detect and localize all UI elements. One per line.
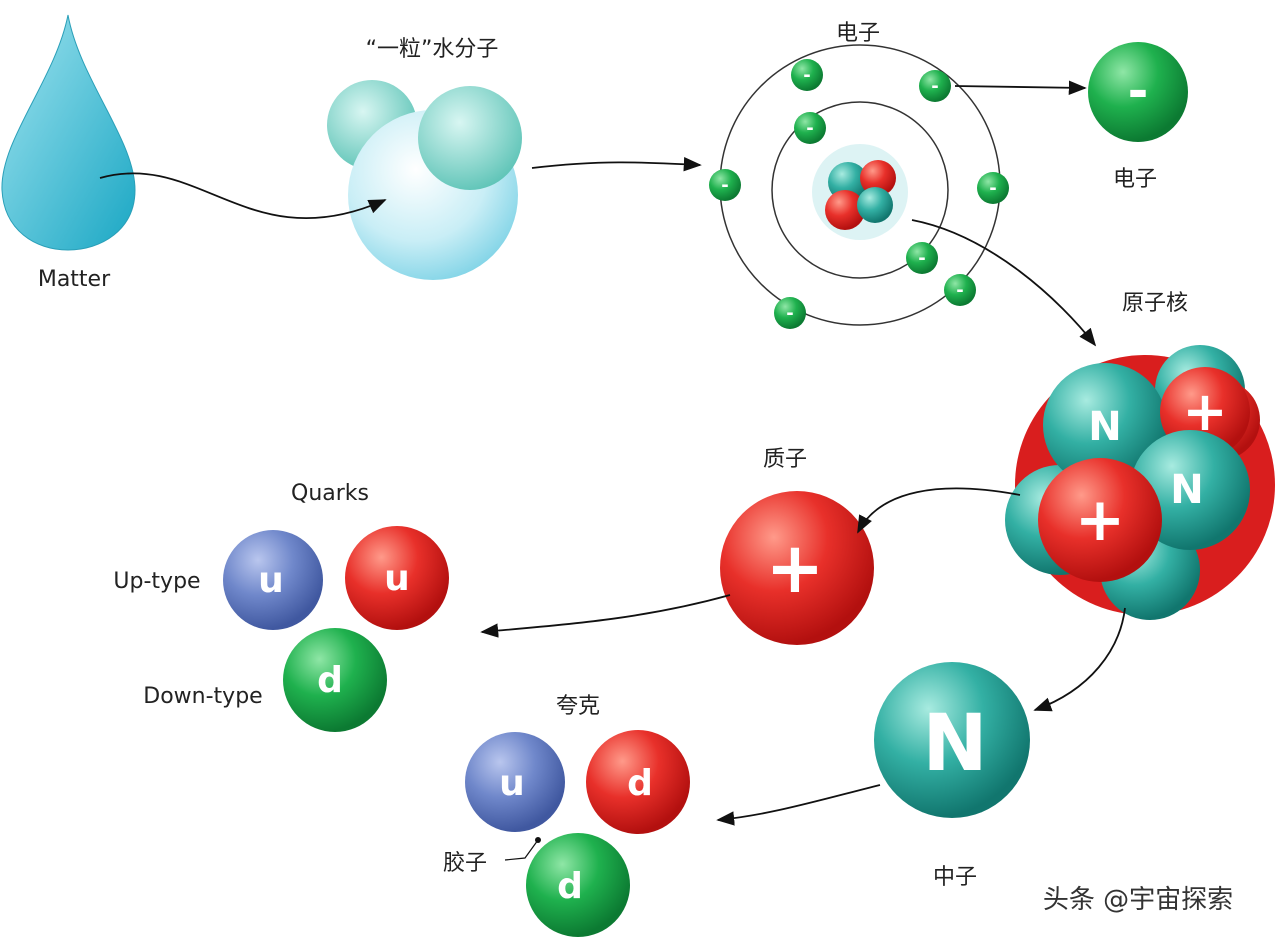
gluon-label: 胶子 — [443, 851, 487, 876]
neutron-letter: N — [922, 699, 987, 789]
matter-label: Matter — [38, 267, 111, 292]
orbit-electron — [791, 59, 823, 91]
gluon-pointer — [504, 839, 539, 861]
electron-group: - - - - - - - - — [709, 59, 1009, 329]
down-quark-letter: d — [317, 660, 343, 701]
neutron: N — [874, 662, 1030, 818]
up-quark-letter: u — [499, 763, 525, 804]
orbit-electron-sign: - — [918, 248, 925, 269]
orbit-electron-sign: - — [721, 175, 728, 196]
nucleus-neutron-letter: N — [1088, 404, 1121, 450]
orbit-electron-sign: - — [803, 65, 810, 86]
quarks-cn-label: 夸克 — [556, 694, 600, 719]
orbit-electron — [774, 297, 806, 329]
orbit-electron — [977, 172, 1009, 204]
quarks-label: Quarks — [291, 481, 369, 506]
water-molecule-label: “一粒”水分子 — [366, 37, 499, 62]
orbit-electron — [906, 242, 938, 274]
arrows — [99, 80, 1126, 826]
orbit-electron — [709, 169, 741, 201]
up-quark-letter: u — [384, 558, 410, 599]
nucleus-label: 原子核 — [1122, 291, 1188, 316]
water-molecule — [327, 80, 522, 280]
nucleus-proton-sign: + — [1075, 485, 1125, 555]
proton: + — [720, 491, 874, 645]
up-type-label: Up-type — [113, 569, 200, 594]
orbit-electron-sign: - — [806, 118, 813, 139]
proton-quarks: u u d — [223, 526, 449, 732]
water-drop-icon — [1, 14, 136, 251]
orbit-electron-sign: - — [931, 76, 938, 97]
up-quark-letter: u — [258, 560, 284, 601]
orbit-electron-sign: - — [786, 303, 793, 324]
neutron-quarks: u d d — [465, 730, 690, 937]
nucleus-proton-sign: + — [1182, 380, 1227, 443]
down-quark-letter: d — [557, 866, 583, 907]
orbit-electron — [919, 70, 951, 102]
proton-label: 质子 — [763, 447, 807, 472]
down-quark-letter: d — [627, 763, 653, 804]
watermark: 头条 @宇宙探索 — [1043, 885, 1233, 915]
proton-sign: + — [766, 527, 825, 609]
orbit-electron — [944, 274, 976, 306]
electron-large: - — [1088, 42, 1188, 142]
nucleus-neutron-letter: N — [1170, 467, 1203, 513]
neutron-label: 中子 — [933, 865, 977, 890]
electron-right-label: 电子 — [1113, 167, 1157, 192]
orbit-electron — [794, 112, 826, 144]
electron-top-label: 电子 — [836, 21, 880, 46]
orbit-electron-sign: - — [989, 178, 996, 199]
electron-sign: - — [1128, 62, 1149, 120]
down-type-label: Down-type — [143, 684, 262, 709]
nucleus: N + N + — [1005, 345, 1275, 620]
orbit-electron-sign: - — [956, 280, 963, 301]
